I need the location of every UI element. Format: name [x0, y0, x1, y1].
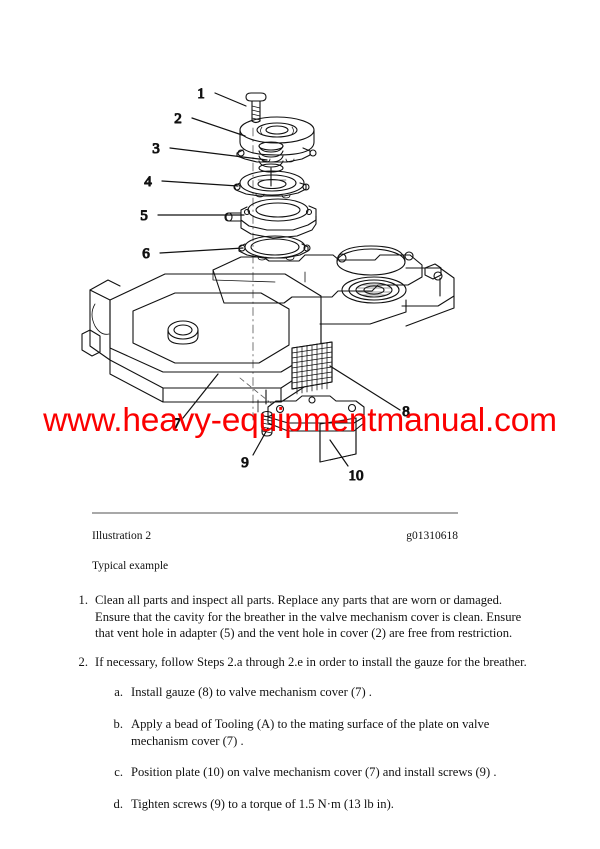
part-spring — [258, 141, 284, 187]
leader-lines — [157, 92, 401, 467]
substep-2b-marker: b. — [113, 717, 123, 732]
step-2-substeps: a. Install gauze (8) to valve mechanism … — [68, 684, 538, 812]
substep-2c-marker: c. — [114, 765, 123, 780]
step-2-text: If necessary, follow Steps 2.a through 2… — [95, 654, 527, 669]
callout-9: 9 — [241, 455, 249, 471]
callout-2: 2 — [174, 111, 182, 127]
substep-2b-text: Apply a bead of Tooling (A) to the matin… — [131, 717, 490, 748]
exploded-assembly-diagram: 1 2 3 4 5 6 7 8 9 10 — [81, 85, 455, 485]
part-adapter — [224, 198, 317, 239]
step-1-text: Clean all parts and inspect all parts. R… — [95, 593, 522, 641]
illustration-code: g01310618 — [406, 530, 458, 542]
part-valve-plate — [233, 170, 310, 199]
callout-7: 7 — [173, 416, 181, 432]
part-plate — [267, 395, 365, 463]
step-2-marker: 2. — [78, 654, 88, 669]
part-valve-mechanism-cover — [81, 245, 455, 403]
caption-subtitle: Typical example — [92, 560, 169, 572]
step-1: 1. Clean all parts and inspect all parts… — [68, 592, 538, 642]
part-screws — [257, 389, 273, 437]
part-gasket — [238, 235, 311, 261]
callout-10: 10 — [349, 468, 364, 484]
step-2: 2. If necessary, follow Steps 2.a throug… — [68, 654, 538, 671]
callout-3: 3 — [152, 141, 160, 157]
caption-row: Illustration 2 g01310618 — [92, 530, 458, 542]
substep-2a-text: Install gauze (8) to valve mechanism cov… — [131, 685, 372, 700]
illustration-caption: Illustration 2 g01310618 Typical example — [92, 512, 458, 572]
caption-divider — [92, 512, 458, 514]
substep-2c: c. Position plate (10) on valve mechanis… — [110, 764, 538, 781]
callout-4: 4 — [144, 174, 152, 190]
substep-2b: b. Apply a bead of Tooling (A) to the ma… — [110, 716, 538, 749]
substep-2a: a. Install gauze (8) to valve mechanism … — [110, 684, 538, 701]
callout-1: 1 — [197, 86, 205, 102]
substep-2d-text: Tighten screws (9) to a torque of 1.5 N·… — [131, 796, 394, 811]
callout-6: 6 — [142, 246, 150, 262]
part-bolt — [245, 92, 267, 124]
part-gauze — [291, 341, 333, 395]
callout-8: 8 — [402, 404, 410, 420]
step-1-marker: 1. — [78, 593, 88, 607]
substep-2d: d. Tighten screws (9) to a torque of 1.5… — [110, 796, 538, 813]
substep-2c-text: Position plate (10) on valve mechanism c… — [131, 765, 497, 780]
substep-2d-marker: d. — [113, 796, 123, 811]
procedure-steps: 1. Clean all parts and inspect all parts… — [68, 592, 538, 827]
callout-5: 5 — [140, 208, 148, 224]
part-breather-cover — [236, 116, 317, 163]
substep-2a-marker: a. — [114, 685, 123, 700]
illustration-label: Illustration 2 — [92, 530, 152, 542]
illustration-figure: 1 2 3 4 5 6 7 8 9 10 — [81, 85, 455, 485]
